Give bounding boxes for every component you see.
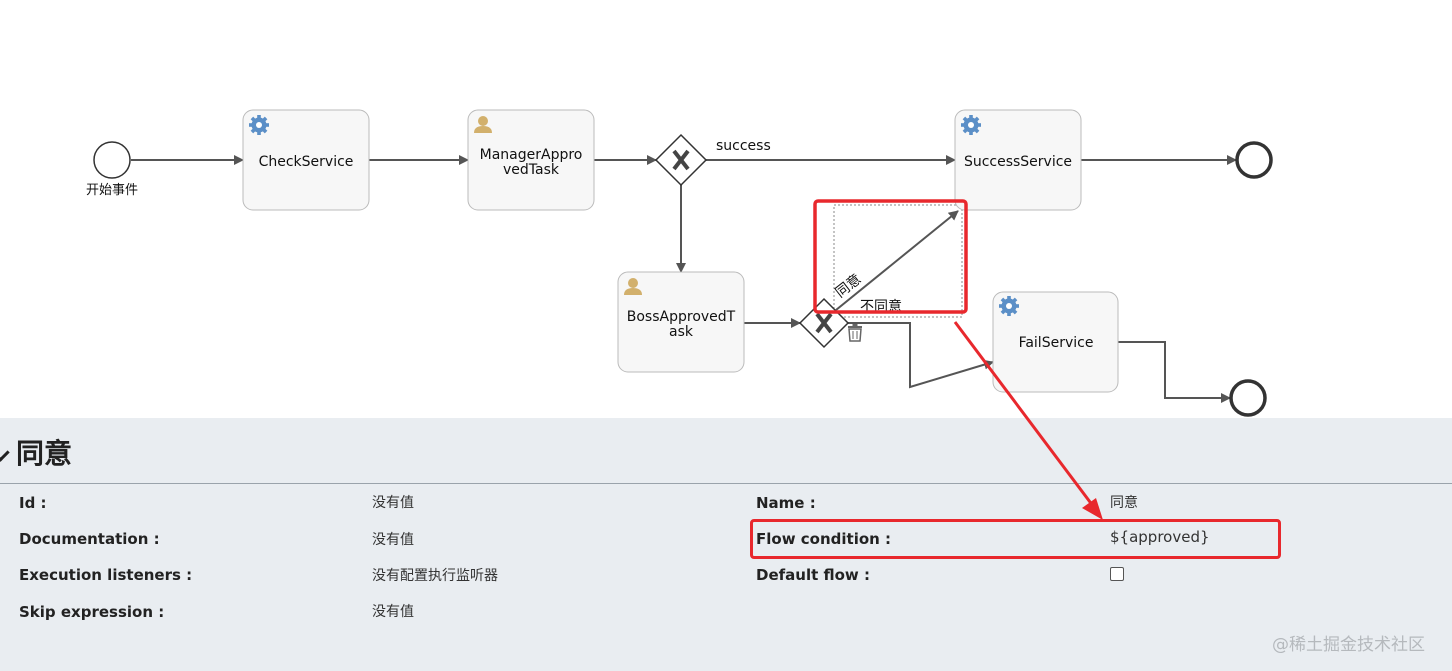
flow-label-success[interactable]: success: [716, 138, 771, 154]
flow-agree[interactable]: [835, 210, 959, 311]
documentation-value[interactable]: 没有值: [372, 532, 414, 548]
exclusive-gateway-1[interactable]: [654, 133, 708, 187]
exclusive-gateway-x-icon: [815, 312, 833, 334]
annotation-arrowhead: [1082, 498, 1103, 520]
task-label: FailService: [1019, 335, 1094, 351]
skip-expression-value[interactable]: 没有值: [372, 604, 414, 620]
execution-listeners-value[interactable]: 没有配置执行监听器: [372, 568, 498, 584]
gear-icon: [961, 115, 981, 135]
highlight-box-selected-flow: [813, 199, 968, 314]
name-value[interactable]: 同意: [1110, 495, 1138, 511]
default-flow-label: Default flow :: [756, 566, 870, 584]
task-success-service[interactable]: SuccessService: [954, 109, 1082, 211]
exclusive-gateway-x-icon: [672, 149, 690, 171]
end-event-success[interactable]: [1235, 141, 1273, 179]
gear-icon: [249, 115, 269, 135]
start-event-label: 开始事件: [86, 183, 138, 198]
task-label-line1: ManagerAppro: [480, 147, 583, 163]
gear-icon: [999, 296, 1019, 316]
watermark: @稀土掘金技术社区: [1272, 635, 1425, 655]
start-event[interactable]: [93, 141, 131, 179]
user-icon: [474, 116, 492, 133]
task-label: SuccessService: [964, 154, 1072, 170]
flow-condition-label: Flow condition :: [756, 530, 892, 548]
task-manager-approved[interactable]: ManagerAppro vedTask: [467, 109, 595, 211]
task-fail-service[interactable]: FailService: [992, 291, 1119, 393]
bpmn-canvas[interactable]: 开始事件 CheckService ManagerAppro vedTask: [0, 0, 1452, 418]
task-label-line2: vedTask: [503, 162, 560, 178]
flow-condition-value[interactable]: ${approved}: [1110, 528, 1210, 546]
skip-expression-label: Skip expression :: [19, 603, 165, 621]
documentation-label: Documentation :: [19, 530, 160, 548]
task-boss-approved[interactable]: BossApprovedT ask: [617, 271, 745, 373]
id-label: Id :: [19, 494, 47, 512]
execution-listeners-label: Execution listeners :: [19, 566, 193, 584]
name-label: Name :: [756, 494, 816, 512]
highlight-box-flow-condition: [750, 519, 1281, 559]
annotation-arrow: [953, 321, 1098, 511]
properties-panel: [0, 418, 1452, 671]
user-icon: [624, 278, 642, 295]
default-flow-checkbox[interactable]: [1110, 567, 1124, 581]
flow-fail-to-end[interactable]: [1118, 341, 1231, 403]
task-label: CheckService: [259, 154, 354, 170]
id-value[interactable]: 没有值: [372, 495, 414, 511]
selection-outline: [833, 204, 963, 318]
panel-divider: [0, 483, 1452, 484]
end-event-fail[interactable]: [1229, 379, 1267, 417]
panel-title: 同意: [16, 437, 73, 470]
trash-icon[interactable]: [848, 324, 862, 342]
sequence-flows: [131, 155, 1237, 403]
flow-disagree[interactable]: [848, 322, 994, 389]
task-label-line1: BossApprovedT: [627, 309, 736, 325]
task-label-line2: ask: [669, 324, 694, 340]
task-check-service[interactable]: CheckService: [242, 109, 370, 211]
